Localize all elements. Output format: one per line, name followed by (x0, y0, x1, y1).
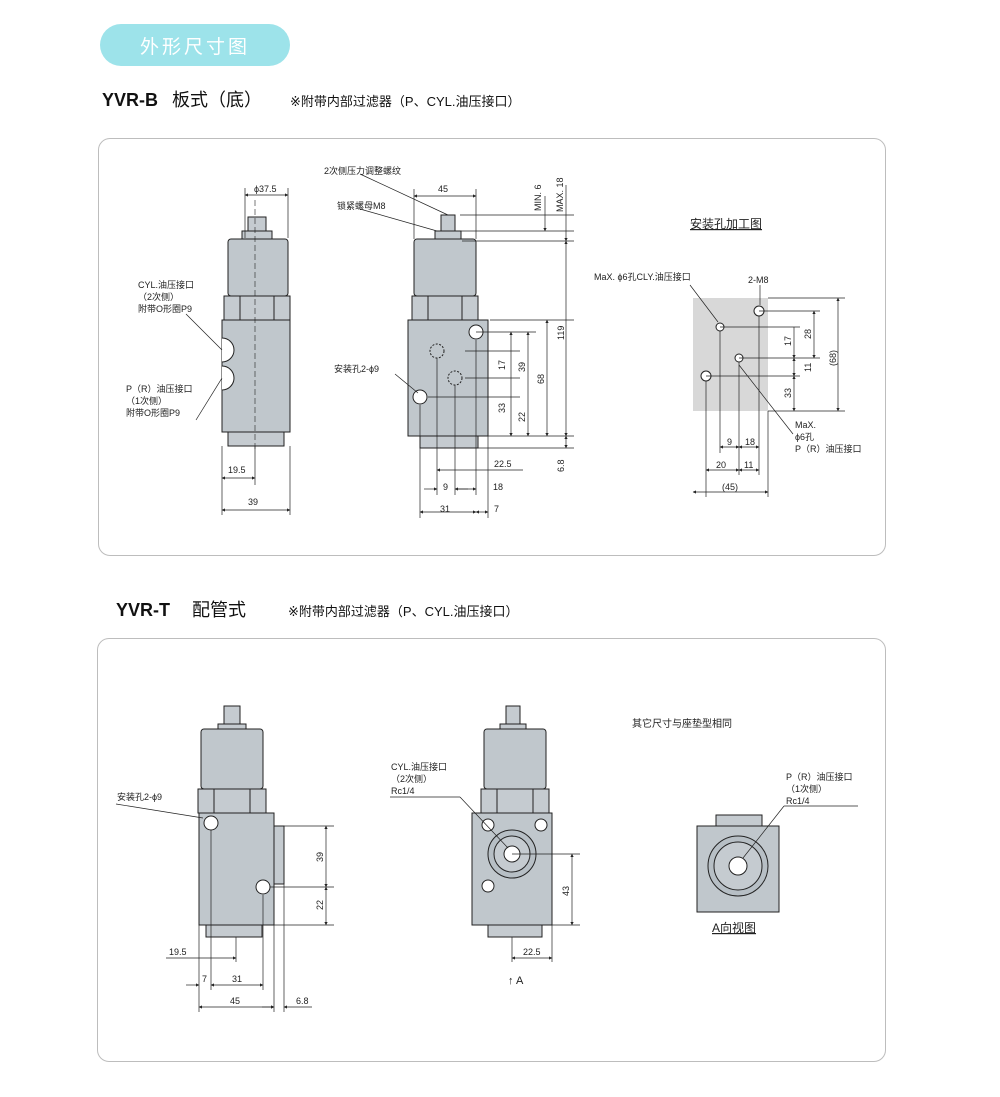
cyl-port-side: （2次侧） (138, 291, 179, 302)
dim-22-5: 22.5 (523, 947, 541, 957)
dim-119: 119 (556, 326, 566, 340)
dim-22: 22 (517, 412, 527, 422)
dim-p20: 20 (716, 460, 726, 470)
dim-p33: 33 (783, 388, 793, 398)
dim-p68: (68) (828, 350, 838, 366)
p-port-label: P（R）油压接口 (786, 771, 853, 782)
yvr-b-mounting-plate (693, 298, 768, 411)
view-a-arrow: ↑ A (508, 975, 524, 987)
cyl-port-thread: Rc1/4 (391, 786, 415, 796)
machining-title: 安装孔加工图 (690, 216, 762, 231)
dim-p17: 17 (783, 336, 793, 346)
mount-hole-label: 安装孔2-ϕ9 (117, 791, 162, 802)
dim-19-5: 19.5 (228, 465, 246, 475)
dim-min-6: MIN. 6 (533, 184, 543, 211)
cyl-port-oring: 附带O形圈P9 (138, 303, 192, 314)
adjust-thread-label: 2次侧压力调整螺纹 (324, 165, 401, 176)
heading-yvr-t: YVR-T 配管式 ※附带内部过滤器（P、CYL.油压接口） (116, 596, 518, 622)
m8-label: 2-M8 (748, 275, 769, 285)
p-hole-size: ϕ6孔 (795, 432, 814, 442)
dim-7: 7 (494, 504, 499, 514)
p-hole-label: P（R）油压接口 (795, 443, 862, 454)
model-note: ※附带内部过滤器（P、CYL.油压接口） (288, 604, 519, 619)
p-port-side: （1次侧） (126, 395, 167, 406)
dim-22-5: 22.5 (494, 459, 512, 469)
dim-39: 39 (315, 852, 325, 862)
dim-31: 31 (232, 974, 242, 984)
dim-9: 9 (443, 482, 448, 492)
dim-31: 31 (440, 504, 450, 514)
model-type: 配管式 (192, 600, 246, 620)
dim-33: 33 (497, 403, 507, 413)
cly-hole-label: MaX. ϕ6孔CLY.油压接口 (594, 271, 691, 282)
p-port-thread: Rc1/4 (786, 796, 810, 806)
model-code: YVR-T (116, 600, 170, 620)
yvr-t-view-a (696, 814, 780, 913)
dim-18: 18 (493, 482, 503, 492)
p-port-label: P（R）油压接口 (126, 383, 193, 394)
p-port-side: （1次侧） (786, 783, 827, 794)
other-dims-note: 其它尺寸与座垫型相同 (632, 717, 732, 730)
dim-17: 17 (497, 360, 507, 370)
dim-p18: 18 (745, 437, 755, 447)
dim-68: 68 (536, 374, 546, 384)
heading-yvr-b: YVR-B 板式（底） ※附带内部过滤器（P、CYL.油压接口） (102, 86, 520, 112)
dim-39b: 39 (517, 362, 527, 372)
dim-22: 22 (315, 900, 325, 910)
dim-19-5: 19.5 (169, 947, 187, 957)
dim-p28: 28 (803, 329, 813, 339)
p-hole-max: MaX. (795, 420, 816, 430)
section-badge: 外形尺寸图 (100, 24, 290, 66)
cyl-port-label: CYL.油压接口 (391, 761, 447, 772)
cyl-port-side: （2次侧） (391, 773, 432, 784)
dim-6-8: 6.8 (556, 459, 566, 472)
dim-p45: (45) (722, 482, 738, 492)
view-a-label: A向视图 (712, 920, 756, 935)
dim-45: 45 (438, 184, 448, 194)
dim-6-8: 6.8 (296, 996, 309, 1006)
dim-p11: 11 (803, 363, 813, 372)
cyl-port-label: CYL.油压接口 (138, 279, 194, 290)
yvr-b-side-view (221, 200, 291, 450)
dim-diameter-37-5: ϕ37.5 (254, 184, 277, 194)
dim-45: 45 (230, 996, 240, 1006)
yvr-t-side-view (197, 705, 285, 938)
model-note: ※附带内部过滤器（P、CYL.油压接口） (290, 94, 521, 109)
mount-hole-label: 安装孔2-ϕ9 (334, 363, 379, 374)
lock-nut-label: 锁紧螺母M8 (337, 200, 386, 211)
yvr-b-front-view (407, 214, 489, 449)
dim-43: 43 (561, 886, 571, 896)
dim-p9: 9 (727, 437, 732, 447)
model-code: YVR-B (102, 90, 159, 110)
p-port-oring: 附带O形圈P9 (126, 407, 180, 418)
dim-max-18: MAX. 18 (555, 177, 565, 212)
dim-39: 39 (248, 497, 258, 507)
yvr-t-front-view (471, 705, 553, 938)
dim-p11b: 11 (744, 460, 753, 470)
model-type: 板式（底） (172, 90, 263, 110)
dim-7: 7 (202, 974, 207, 984)
